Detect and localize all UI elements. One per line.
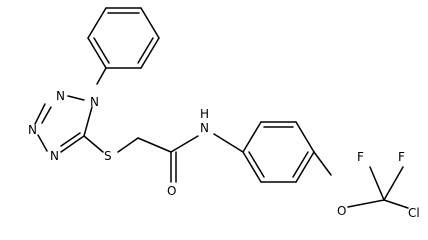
bond	[170, 135, 199, 153]
bond	[60, 135, 85, 153]
bond	[83, 135, 104, 153]
bond	[383, 166, 404, 201]
atom-f2-label: F	[398, 150, 405, 164]
bond	[37, 134, 48, 152]
atom-n2-label: N	[56, 89, 65, 103]
bond	[295, 121, 315, 153]
bond	[87, 7, 107, 39]
bond	[137, 37, 154, 64]
structure-diagram: N N N N S O N H O F F Cl	[28, 7, 420, 220]
atom-o-label: O	[167, 184, 176, 198]
bond	[295, 151, 315, 183]
bond	[96, 67, 107, 85]
bond	[383, 199, 409, 209]
bond	[347, 199, 385, 208]
bond	[60, 132, 81, 147]
atom-cl-label: Cl	[408, 206, 420, 220]
atom-nh-n-label: N	[200, 121, 209, 135]
atom-n1-label: N	[90, 95, 99, 109]
atom-n3-label: N	[28, 123, 37, 137]
atom-nh-h-label: H	[200, 107, 209, 121]
bond	[34, 103, 46, 125]
bond	[213, 133, 244, 153]
atom-s-label: S	[104, 149, 112, 163]
bond	[369, 166, 385, 201]
bond	[140, 37, 160, 69]
bond	[87, 37, 107, 69]
bond	[67, 95, 85, 101]
phenyl-ring	[87, 7, 160, 69]
bond	[137, 137, 172, 153]
bond	[93, 37, 110, 64]
bond	[292, 151, 309, 178]
bond	[248, 151, 265, 178]
bond	[313, 151, 332, 176]
bond	[242, 121, 262, 153]
benzene-ring	[242, 121, 315, 183]
bond	[117, 137, 139, 153]
bond	[83, 106, 93, 137]
bond	[242, 151, 262, 183]
atom-ether-o-label: O	[337, 204, 346, 218]
tetrazole-ring	[34, 95, 93, 153]
bond	[140, 7, 160, 39]
atom-n4-label: N	[50, 149, 59, 163]
bond	[41, 106, 52, 124]
atom-f1-label: F	[357, 150, 364, 164]
